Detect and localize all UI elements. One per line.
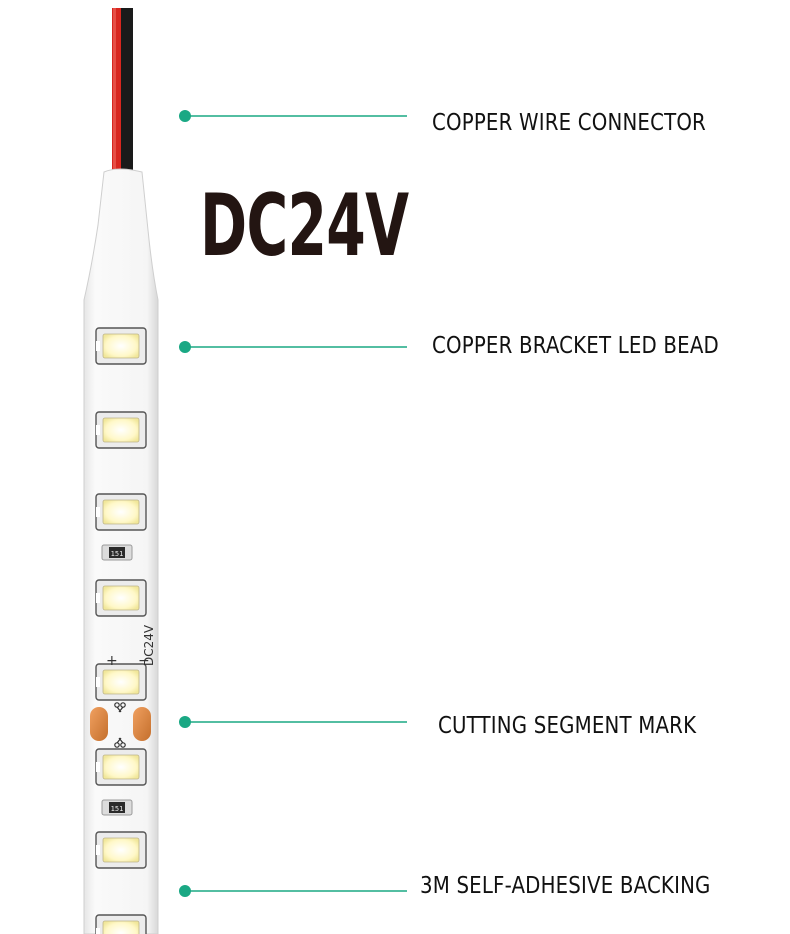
callout-label-wire: COPPER WIRE CONNECTOR [432,110,706,136]
resistors: 151 151 [101,544,133,816]
callout-leaders [179,110,407,897]
callout-leader-backing [179,885,407,897]
led-bead [95,914,147,934]
plus-sign: + [106,653,118,669]
led-bead [95,663,147,701]
callout-label-cut: CUTTING SEGMENT MARK [438,713,697,739]
strip-print: + − DC24V [106,624,156,669]
led-bead [95,748,147,786]
callout-leader-led [179,341,407,353]
resistor: 151 [101,544,133,561]
voltage-label: DC24V [200,176,409,276]
resistor: 151 [101,799,133,816]
strip-voltage-print: DC24V [142,624,156,666]
copper-wire [112,8,133,178]
svg-text:151: 151 [111,550,124,558]
led-beads [95,327,147,934]
cutting-mark [90,702,151,748]
callout-leader-wire [179,110,407,122]
led-bead [95,411,147,449]
led-bead [95,493,147,531]
callout-label-backing: 3M SELF-ADHESIVE BACKING [420,873,711,899]
minus-sign: − [138,653,150,669]
led-bead [95,831,147,869]
callout-leader-cut [179,716,407,728]
callout-label-led: COPPER BRACKET LED BEAD [432,333,719,359]
scissors-icon [114,702,126,748]
led-bead [95,327,147,365]
led-bead [95,579,147,617]
svg-text:151: 151 [111,805,124,813]
